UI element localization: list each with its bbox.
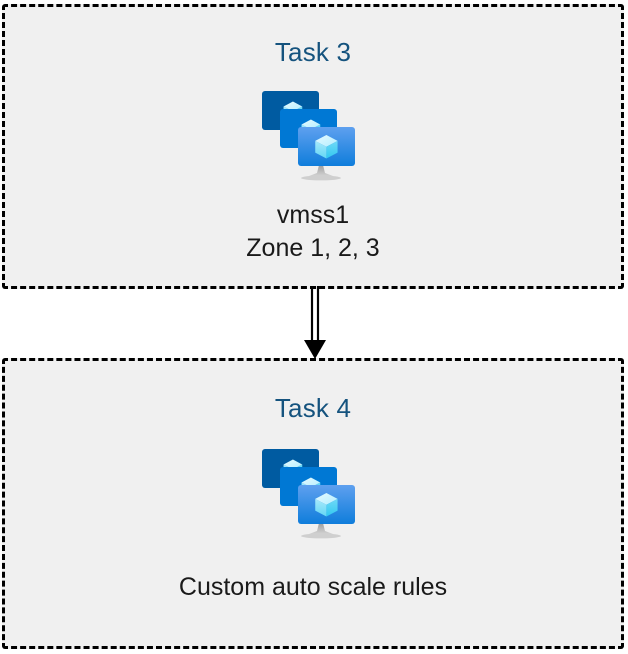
connector-arrow-task3-to-task4: [304, 286, 326, 359]
vmss-icon: [262, 91, 355, 181]
task-3-caption-primary: vmss1: [276, 201, 350, 229]
task-3-title: Task 3: [274, 37, 352, 67]
task-3-caption-secondary: Zone 1, 2, 3: [246, 234, 380, 262]
task-box-task-4[interactable]: Task 4: [2, 358, 624, 649]
vmss-icon: [262, 449, 355, 539]
task-4-caption-primary: Custom auto scale rules: [178, 573, 448, 601]
task-4-title: Task 4: [274, 393, 352, 423]
task-box-task-3[interactable]: Task 3: [2, 4, 624, 289]
